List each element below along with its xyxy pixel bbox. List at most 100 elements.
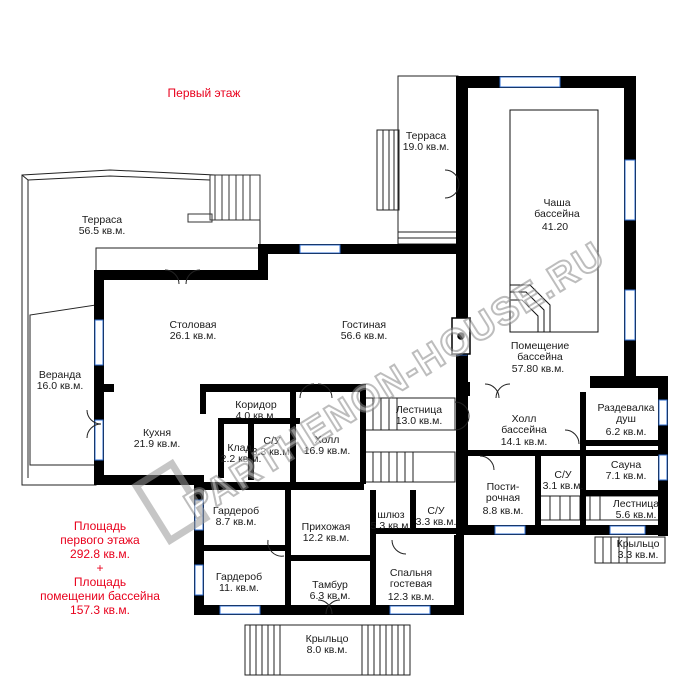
plan-title: Первый этаж (167, 86, 241, 100)
room-name: Тамбур (312, 579, 348, 591)
room-name: шлюз (377, 509, 405, 521)
summary-line-5: Площадь (73, 575, 127, 589)
room-area: рочная (485, 492, 521, 504)
room-name: Терраса (81, 214, 123, 226)
room-name: Гардероб (212, 505, 260, 517)
room-area: 16.0 кв.м. (36, 380, 84, 392)
room-name: 41.20 (541, 221, 569, 233)
room-name: 12.3 кв.м. (387, 591, 435, 603)
room-label-changing-area: 6.2 кв.м. (606, 427, 647, 438)
room-name: 6.2 кв.м. (605, 426, 647, 438)
room-area: 8.0 кв.м. (306, 644, 348, 656)
fireplace (451, 317, 471, 355)
room-name: Крыльцо (616, 538, 660, 550)
room-name: Спальня (389, 567, 433, 579)
room-area: 12.2 кв.м. (302, 532, 350, 544)
room-area: 8.7 кв.м. (215, 516, 257, 528)
room-name: Гардероб (215, 571, 263, 583)
room-name: С/У (427, 505, 445, 517)
room-name: Клад. (227, 442, 255, 454)
room-label-pantry: Клад.2.2 кв.м. (221, 443, 262, 465)
room-area: 13.0 кв.м. (395, 415, 443, 427)
room-area: гостевая (389, 578, 433, 590)
room-area: 7.1 кв.м. (605, 470, 647, 482)
room-label-pool-bowl-value: 41.20 (542, 222, 568, 233)
summary-line-7: 157.3 кв.м. (70, 603, 130, 617)
room-name: Коридор (235, 399, 277, 411)
room-name: Веранда (38, 369, 82, 381)
summary-line-4: + (96, 561, 104, 575)
room-name: Помещение (510, 340, 570, 352)
room-area: 19.0 кв.м. (402, 141, 450, 153)
room-area: 3.3 кв.м. (617, 549, 659, 561)
room-name: Прихожая (301, 521, 351, 533)
room-name: Холл (511, 413, 537, 425)
room-area: 26.1 кв.м. (169, 330, 217, 342)
room-name: 57.80 кв.м. (511, 363, 565, 375)
room-name: Терраса (405, 130, 447, 142)
room-name: Лестница (612, 498, 660, 510)
summary-line-6: помещении бассейна (40, 589, 160, 603)
room-area: 3.1 кв.м. (542, 480, 584, 492)
room-label-laundry: Пости-рочная (486, 482, 520, 504)
summary-line-1: Площадь (73, 519, 127, 533)
room-area: 11. кв.м. (219, 582, 259, 594)
room-area: 56.5 кв.м. (78, 225, 126, 237)
room-area: 2.2 кв.м. (220, 453, 262, 465)
room-name: Холл (314, 434, 340, 446)
room-area: 6.3 кв.м. (309, 590, 351, 602)
area-summary: Площадь первого этажа 292.8 кв.м. + Площ… (40, 519, 160, 617)
room-area: 16.9 кв.м. (303, 445, 351, 457)
room-area: 21.9 кв.м. (133, 438, 181, 450)
room-label-pool-room-area: 57.80 кв.м. (512, 364, 564, 375)
doors (86, 169, 580, 615)
room-name: 8.8 кв.м. (482, 505, 524, 517)
room-name: Лестница (395, 404, 443, 416)
walls (94, 76, 668, 615)
room-area: 56.6 кв.м. (340, 330, 388, 342)
room-area: 5.3 кв.м. (370, 520, 412, 532)
summary-line-3: 292.8 кв.м. (70, 547, 130, 561)
room-name: Крыльцо (305, 633, 349, 645)
room-name: 14.1 кв.м. (500, 436, 548, 448)
room-name: Столовая (169, 319, 217, 331)
room-area: бассейна (534, 208, 580, 220)
room-name: Чаша (543, 197, 571, 209)
room-area: 3.3 кв.м. (251, 446, 293, 458)
room-area: 4.0 кв.м. (235, 410, 277, 422)
room-area: душ (616, 413, 636, 425)
room-area: бассейна (501, 424, 547, 436)
room-name: С/У (554, 469, 572, 481)
room-area: 5.6 кв.м. (615, 509, 657, 521)
summary-line-2: первого этажа (60, 533, 140, 547)
room-area: бассейна (517, 351, 563, 363)
room-name: Гостиная (341, 319, 387, 331)
room-name: Пости- (486, 481, 520, 493)
room-label-guest-area: 12.3 кв.м. (388, 592, 435, 603)
room-label-laundry-area: 8.8 кв.м. (483, 506, 524, 517)
